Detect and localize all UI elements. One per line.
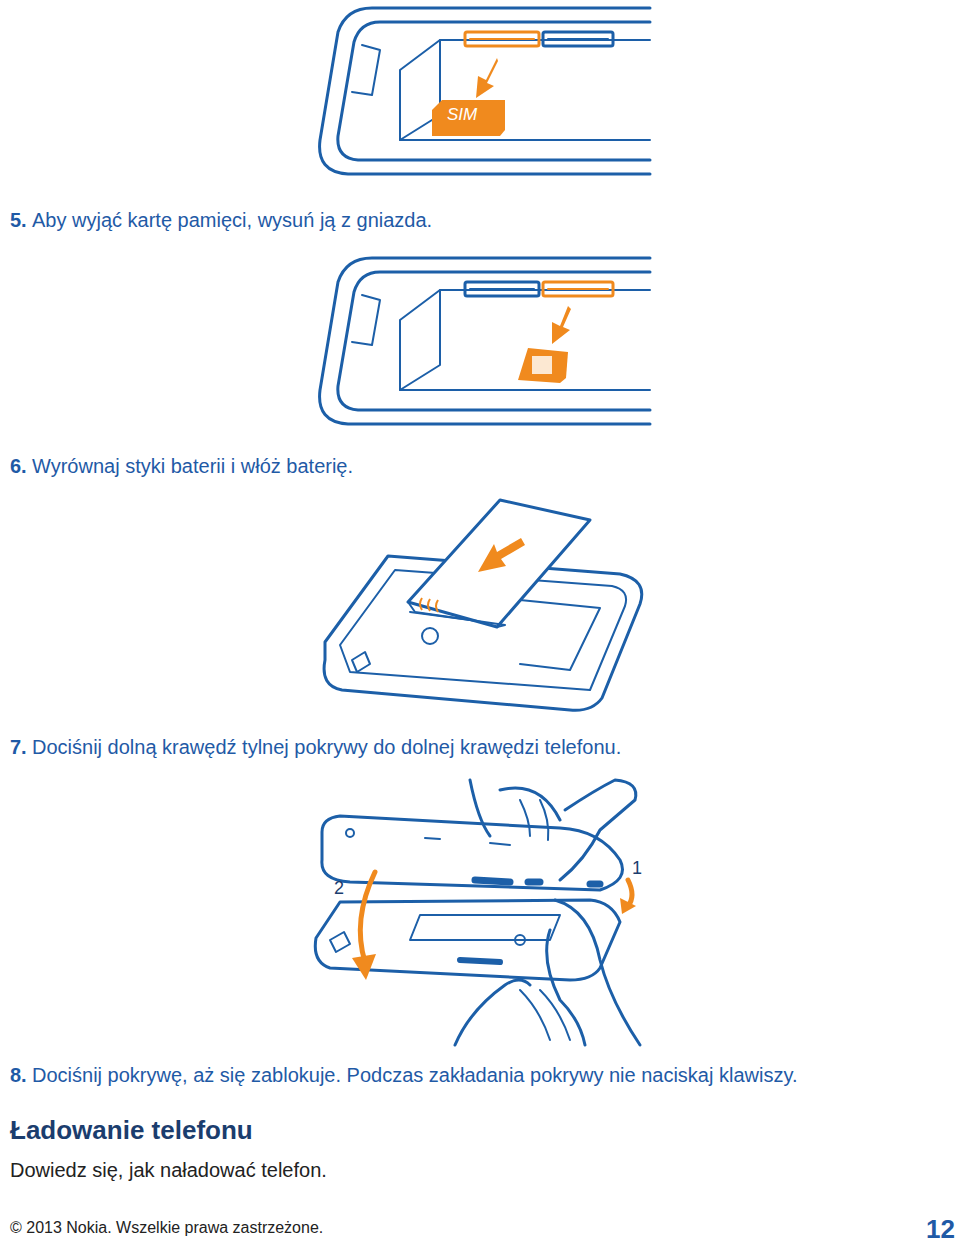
step-text: Dociśnij dolną krawędź tylnej pokrywy do… [32,735,621,759]
memory-card-illustration [320,258,650,424]
section-heading: Ładowanie telefonu [10,1115,253,1146]
cover-illustration [315,780,640,1045]
battery-illustration [324,500,642,710]
step-text: Wyrównaj styki baterii i włóż baterię. [32,454,353,478]
memory-card [518,348,568,383]
step-number: 8. [10,1063,27,1087]
insert-arrow [552,306,571,344]
step-number: 7. [10,735,27,759]
footer-copyright: © 2013 Nokia. Wszelkie prawa zastrzeżone… [10,1218,323,1237]
sim-label: SIM [447,105,477,125]
step-text: Dociśnij pokrywę, aż się zablokuje. Podc… [32,1063,798,1087]
arrow-head [620,898,636,914]
callout-number: 1 [632,858,642,880]
step-number: 6. [10,454,27,478]
step-number: 5. [10,208,27,232]
arrow-head [352,954,376,980]
insert-arrow [476,58,498,98]
motion-arrows [360,872,632,962]
sim-illustration [320,8,650,174]
battery-contacts [420,598,438,612]
insert-arrow [478,538,525,572]
callout-number: 2 [334,878,344,900]
step-text: Aby wyjąć kartę pamięci, wysuń ją z gnia… [32,208,432,232]
sim-card [432,100,505,136]
page-number: 12 [926,1214,955,1245]
section-intro: Dowiedz się, jak naładować telefon. [10,1158,327,1182]
memory-card-logo [532,356,552,374]
